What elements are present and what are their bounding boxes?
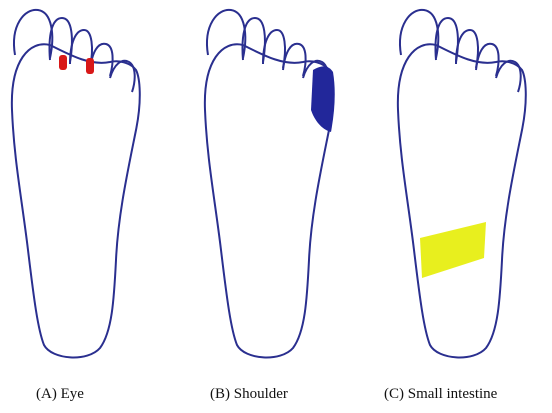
eye-reflex-zone	[59, 55, 67, 70]
foot-panel-shoulder	[205, 10, 335, 358]
shoulder-reflex-zone	[311, 66, 335, 132]
caption-eye: (A) Eye	[36, 386, 84, 403]
caption-small-intestine: (C) Small intestine	[384, 386, 497, 403]
foot-panel-small-intestine	[398, 10, 526, 358]
foot-panel-eye	[12, 10, 140, 358]
caption-shoulder: (B) Shoulder	[210, 386, 288, 403]
small-intestine-reflex-zone	[420, 222, 486, 278]
eye-reflex-zone	[86, 58, 94, 74]
